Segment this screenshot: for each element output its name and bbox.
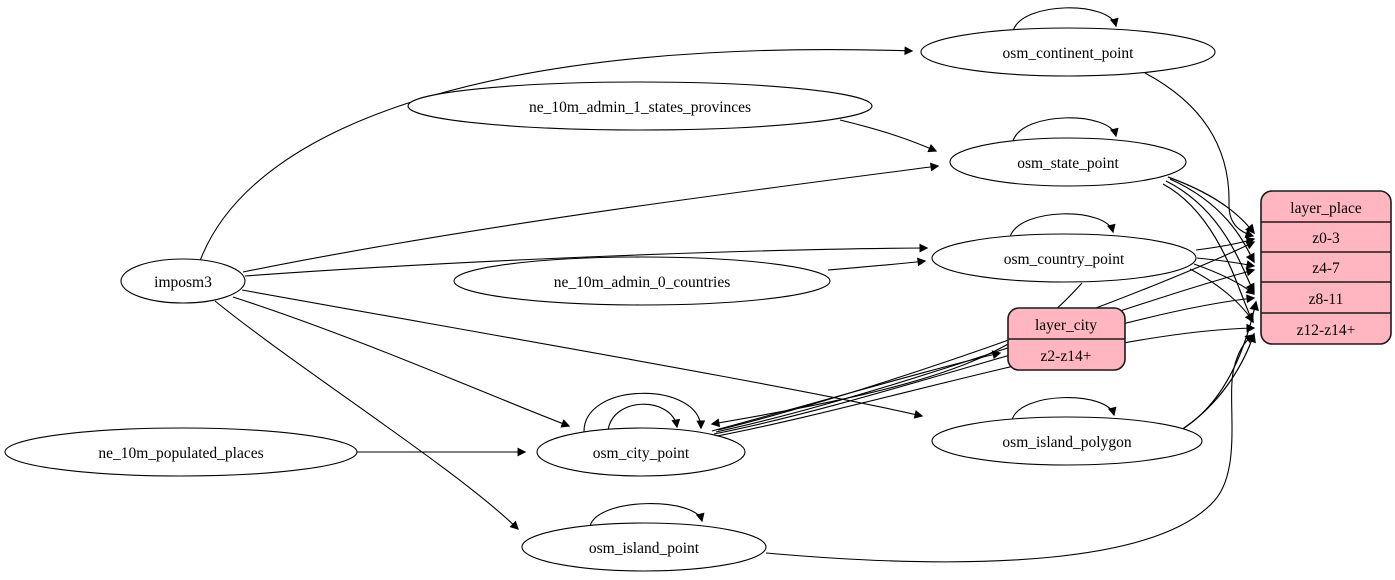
edge-osm-island-polygon-to-layer-place-z8-11: [1183, 300, 1259, 429]
edge-osm-island-point-to-layer-place-z12-z14: [765, 334, 1255, 563]
edge-osm-state-point-to-layer-place-z4-7: [1169, 178, 1255, 264]
node-ne-10m-admin-0-countries: ne_10m_admin_0_countries: [453, 256, 831, 306]
edge-osm-country-point-to-layer-place-z4-7: [1196, 257, 1256, 269]
layer-place-row-z8-11: z8-11: [1309, 291, 1344, 308]
ne-10m-admin-0-countries-shape: [453, 256, 831, 306]
edge-osm-city-point-to-layer-place-z12-z14: [711, 323, 1256, 438]
layer-city-row-z2-z14: z2-z14+: [1041, 348, 1092, 365]
edge-imposm3-to-osm-city-point: [232, 296, 571, 428]
layer-city-title: layer_city: [1035, 317, 1097, 334]
imposm3-shape: [120, 258, 246, 304]
node-layer-city: layer_city z2-z14+: [1007, 307, 1126, 371]
self-loop-osm-city-point-outer: [583, 392, 706, 434]
osm-island-polygon-shape: [931, 416, 1203, 466]
node-imposm3: imposm3: [120, 258, 246, 304]
ne-10m-admin-1-states-provinces-label: ne_10m_admin_1_states_provinces: [529, 99, 751, 116]
ne-10m-admin-0-countries-label: ne_10m_admin_0_countries: [554, 274, 731, 291]
self-loop-osm-island-polygon: [1011, 397, 1117, 421]
edge-osm-continent-point-to-layer-place-z0-3: [1144, 72, 1255, 238]
layer-place-row-z4-7: z4-7: [1312, 260, 1340, 277]
self-loop-osm-state-point: [1012, 117, 1119, 142]
node-layer-place: layer_place z0-3 z4-7 z8-11 z12-z14+: [1260, 190, 1392, 345]
edge-osm-city-point-to-layer-place-z4-7: [715, 267, 1256, 433]
edge-osm-island-polygon-to-layer-place-z12-z14: [1177, 332, 1256, 433]
ne-10m-populated-places-label: ne_10m_populated_places: [98, 445, 263, 462]
osm-state-point-shape: [949, 137, 1187, 187]
self-loop-osm-country-point: [1009, 213, 1116, 238]
edge-ne-10m-admin-1-states-provinces-to-osm-state-point: [839, 119, 938, 153]
node-osm-country-point: osm_country_point: [931, 233, 1197, 283]
self-loop-osm-continent-point: [1012, 7, 1119, 32]
node-ne-10m-populated-places: ne_10m_populated_places: [4, 427, 358, 477]
osm-state-point-label: osm_state_point: [1017, 155, 1119, 172]
layer-place-row-z0-3: z0-3: [1312, 230, 1340, 247]
node-osm-state-point: osm_state_point: [949, 137, 1187, 187]
edge-ne-10m-admin-0-countries-to-osm-country-point: [827, 257, 927, 271]
edge-imposm3-to-osm-country-point: [244, 243, 929, 277]
edge-imposm3-to-osm-island-point: [214, 300, 519, 530]
self-loop-osm-city-point-inner: [607, 403, 681, 432]
edge-osm-country-point-to-layer-place-z8-11: [1193, 263, 1256, 295]
osm-continent-point-shape: [920, 27, 1216, 77]
osm-city-point-label: osm_city_point: [593, 445, 690, 462]
osm-island-point-label: osm_island_point: [589, 540, 700, 557]
layer-place-title: layer_place: [1290, 200, 1362, 217]
node-osm-continent-point: osm_continent_point: [920, 27, 1216, 77]
osm-city-point-shape: [536, 427, 746, 477]
edge-imposm3-to-osm-continent-point: [199, 46, 914, 262]
node-osm-city-point: osm_city_point: [536, 427, 746, 477]
imposm3-label: imposm3: [154, 274, 212, 291]
edge-osm-state-point-to-layer-place-z8-11: [1165, 180, 1255, 294]
edge-osm-country-point-to-layer-place-z12-z14: [1189, 268, 1254, 323]
osm-island-point-shape: [521, 522, 767, 572]
osm-country-point-label: osm_country_point: [1004, 251, 1125, 268]
ne-10m-populated-places-shape: [4, 427, 358, 477]
node-osm-island-polygon: osm_island_polygon: [931, 416, 1203, 466]
edge-imposm3-to-osm-island-polygon: [241, 289, 924, 419]
osm-country-point-shape: [931, 233, 1197, 283]
edges: [199, 7, 1259, 563]
edge-osm-city-point-to-layer-place-z8-11: [713, 294, 1256, 435]
osm-continent-point-label: osm_continent_point: [1003, 45, 1135, 62]
ne-10m-admin-1-states-provinces-shape: [407, 81, 873, 131]
edge-imposm3-to-osm-state-point: [242, 162, 940, 273]
edge-osm-state-point-to-layer-place-z0-3: [1167, 176, 1255, 235]
osm-island-polygon-label: osm_island_polygon: [1002, 434, 1131, 451]
layer-place-shape: [1260, 190, 1392, 345]
self-loop-osm-island-point: [589, 503, 705, 527]
node-ne-10m-admin-1-states-provinces: ne_10m_admin_1_states_provinces: [407, 81, 873, 131]
layer-place-row-z12-z14: z12-z14+: [1297, 322, 1356, 339]
edge-osm-country-point-to-layer-place-z0-3: [1195, 236, 1256, 251]
node-osm-island-point: osm_island_point: [521, 522, 767, 572]
